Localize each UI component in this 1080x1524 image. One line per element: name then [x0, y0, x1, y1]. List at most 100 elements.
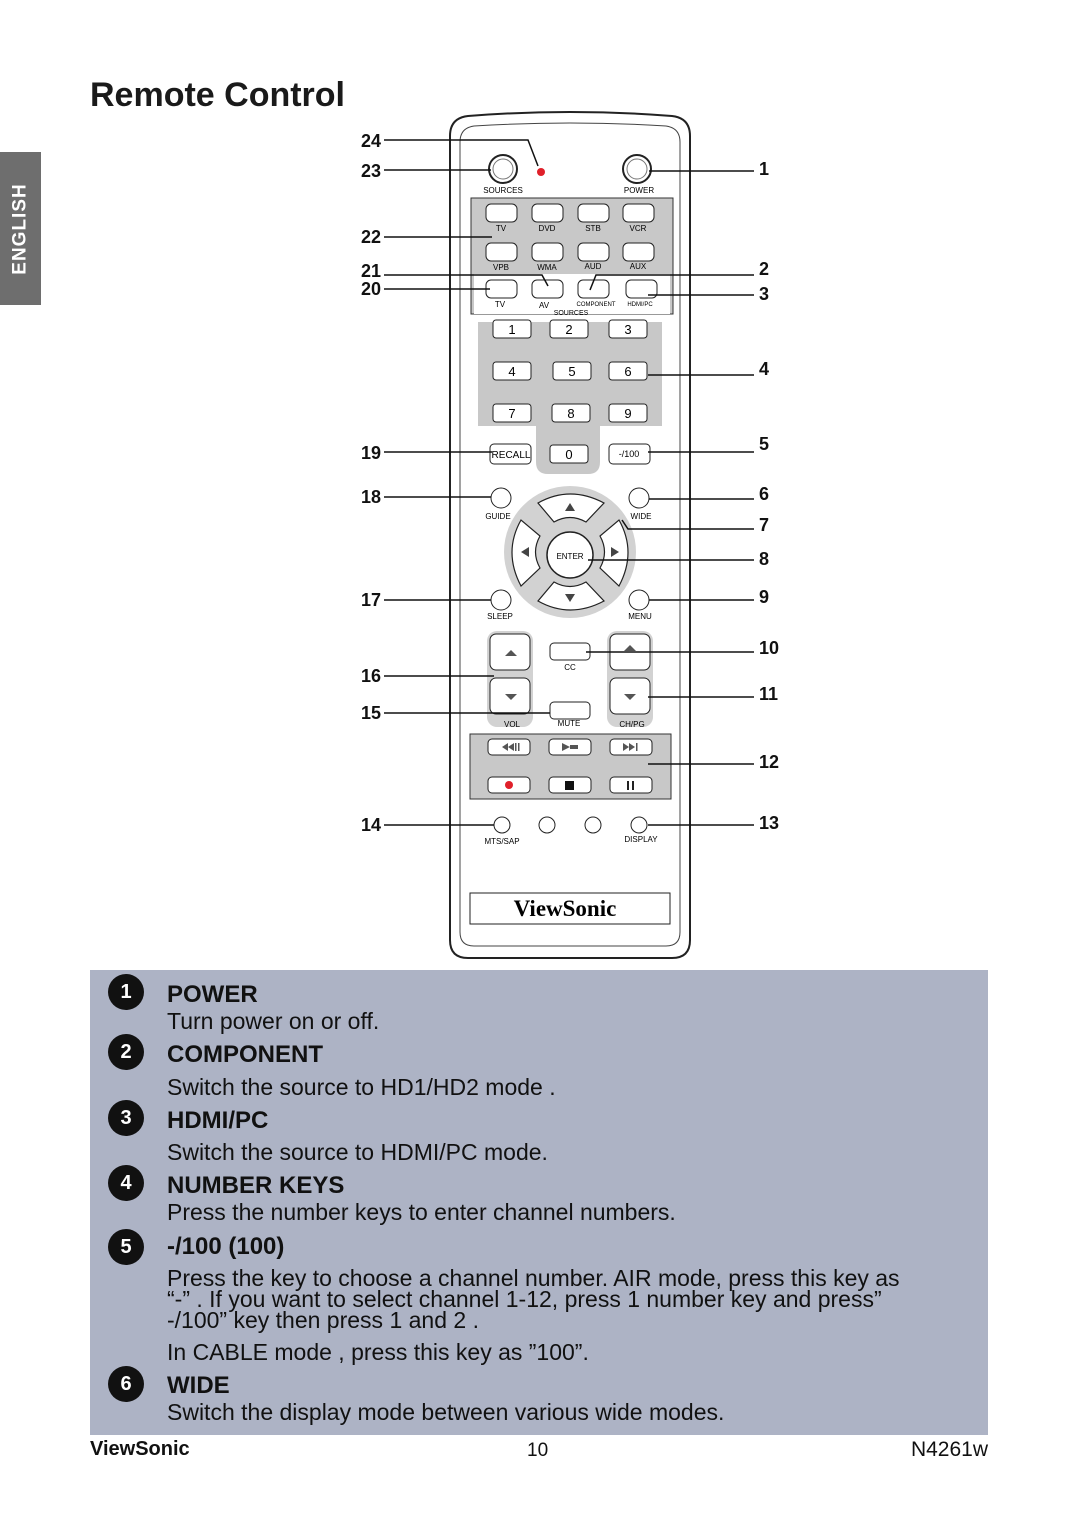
callout-10: 10 [759, 638, 779, 658]
callout-20: 20 [361, 279, 381, 299]
digit-5: 5 [568, 364, 575, 379]
brand-plate [469, 892, 671, 925]
callout-4: 4 [759, 359, 769, 379]
svg-text:CH/PG: CH/PG [619, 720, 644, 729]
sources-label: SOURCES [483, 186, 523, 195]
item-title-component: COMPONENT [167, 1041, 323, 1068]
svg-text:MENU: MENU [628, 612, 652, 621]
digit-7: 7 [508, 406, 515, 421]
item-number-badge: 3 [108, 1100, 144, 1136]
svg-text:ENTER: ENTER [556, 552, 583, 561]
wide-button [628, 487, 650, 509]
item-desc-hdmi-pc: Switch the source to HDMI/PC mode. [167, 1139, 548, 1165]
callout-6: 6 [759, 484, 769, 504]
item-desc-number-keys: Press the number keys to enter channel n… [167, 1199, 676, 1225]
blank-button-2 [584, 816, 602, 834]
menu-button [628, 589, 650, 611]
callout-1: 1 [759, 159, 769, 179]
item-title-power: POWER [167, 981, 258, 1008]
source-keys [485, 279, 658, 299]
item-title-wide: WIDE [167, 1372, 230, 1399]
item-title-hdmi-pc: HDMI/PC [167, 1107, 269, 1134]
callout-21: 21 [361, 261, 381, 281]
svg-text:DISPLAY: DISPLAY [624, 835, 658, 844]
item-desc-dash100-line4: In CABLE mode , press this key as ”100”. [167, 1339, 589, 1365]
svg-text:VCR: VCR [630, 224, 647, 233]
remote-brand: ViewSonic [514, 896, 617, 921]
svg-text:VOL: VOL [504, 720, 521, 729]
callout-15: 15 [361, 703, 381, 723]
item-desc-wide: Switch the display mode between various … [167, 1399, 725, 1425]
footer-page-number: 10 [527, 1440, 549, 1461]
svg-text:-/100: -/100 [619, 449, 640, 459]
mts-sap-button [493, 816, 511, 834]
power-label: POWER [624, 186, 654, 195]
ir-led [537, 168, 545, 176]
callout-24: 24 [361, 131, 381, 151]
svg-text:AUD: AUD [585, 262, 602, 271]
svg-text:CC: CC [564, 663, 576, 672]
item-desc-dash100-line2: “-” . If you want to select channel 1-12… [167, 1286, 882, 1312]
callout-19: 19 [361, 443, 381, 463]
item-title-dash100: -/100 (100) [167, 1233, 285, 1260]
item-number-badge: 2 [108, 1034, 144, 1070]
enter-button [546, 531, 594, 579]
svg-text:AUX: AUX [630, 262, 647, 271]
svg-text:DVD: DVD [539, 224, 556, 233]
svg-text:GUIDE: GUIDE [485, 512, 510, 521]
svg-text:RECALL: RECALL [492, 450, 531, 461]
number-keys [492, 319, 648, 464]
item-desc-dash100-line1: Press the key to choose a channel number… [167, 1265, 900, 1291]
callout-3: 3 [759, 284, 769, 304]
digit-0: 0 [565, 447, 572, 462]
item-number-badge: 4 [108, 1165, 144, 1201]
callout-9: 9 [759, 587, 769, 607]
svg-text:SLEEP: SLEEP [487, 612, 513, 621]
svg-text:MTS/SAP: MTS/SAP [484, 837, 519, 846]
remote-body-inner [459, 122, 681, 947]
callout-2: 2 [759, 259, 769, 279]
callout-5: 5 [759, 434, 769, 454]
item-desc-component: Switch the source to HD1/HD2 mode . [167, 1074, 556, 1100]
callout-8: 8 [759, 549, 769, 569]
page-title: Remote Control [90, 76, 345, 114]
display-button [630, 816, 648, 834]
svg-text:VPB: VPB [493, 263, 509, 272]
digit-4: 4 [508, 364, 515, 379]
callout-14: 14 [361, 815, 381, 835]
digit-6: 6 [624, 364, 631, 379]
callout-17: 17 [361, 590, 381, 610]
svg-text:TV: TV [496, 224, 507, 233]
svg-text:COMPONENT: COMPONENT [577, 302, 616, 308]
svg-text:TV: TV [495, 300, 506, 309]
svg-text:WIDE: WIDE [631, 512, 652, 521]
callout-22: 22 [361, 227, 381, 247]
item-number-badge: 1 [108, 974, 144, 1010]
callout-13: 13 [759, 813, 779, 833]
footer-brand: ViewSonic [90, 1438, 190, 1460]
svg-text:AV: AV [539, 301, 550, 310]
callout-11: 11 [759, 684, 778, 704]
callout-7: 7 [759, 515, 769, 535]
item-number-badge: 6 [108, 1366, 144, 1402]
callout-23: 23 [361, 161, 381, 181]
language-tab: ENGLISH [0, 152, 41, 305]
callout-16: 16 [361, 666, 381, 686]
callout-12: 12 [759, 752, 779, 772]
mute-button [549, 701, 591, 720]
dash100-button [608, 443, 651, 465]
digit-3: 3 [624, 322, 631, 337]
callout-lines [384, 139, 754, 826]
device-keys [485, 203, 655, 262]
svg-text:SOURCES: SOURCES [554, 310, 589, 317]
item-desc-dash100-line3: -/100” key then press 1 and 2 . [167, 1307, 479, 1333]
digit-1: 1 [508, 322, 515, 337]
digit-9: 9 [624, 406, 631, 421]
item-desc-power: Turn power on or off. [167, 1008, 380, 1034]
digit-2: 2 [565, 322, 572, 337]
blank-button-1 [538, 816, 556, 834]
svg-text:MUTE: MUTE [558, 719, 581, 728]
number-pad-area [478, 322, 662, 474]
svg-text:HDMI/PC: HDMI/PC [627, 302, 653, 308]
callout-18: 18 [361, 487, 381, 507]
